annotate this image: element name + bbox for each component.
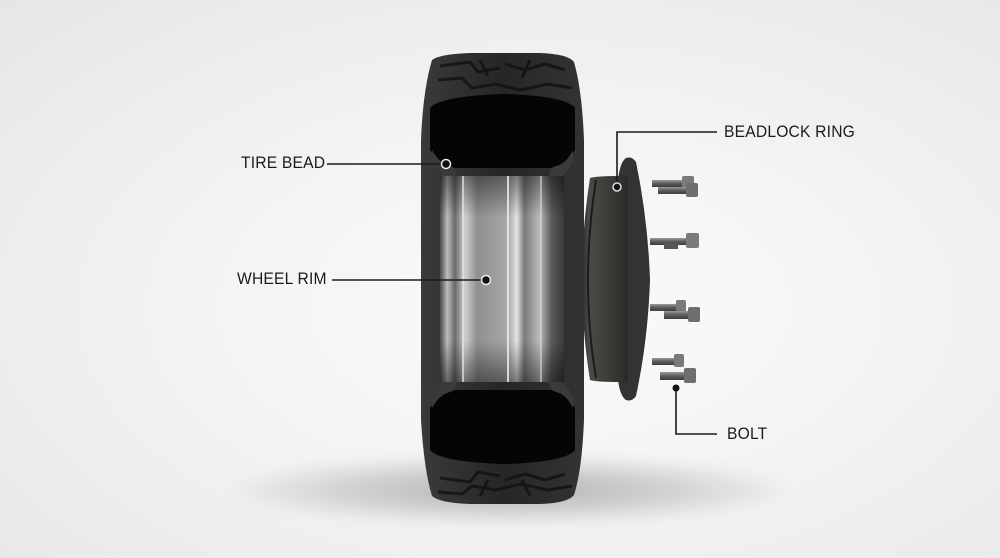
label-tire-bead: TIRE BEAD — [241, 153, 326, 172]
bolt-pair-2 — [650, 233, 699, 249]
bolt-pair-1 — [652, 176, 698, 197]
bolt-pair-3 — [650, 300, 700, 322]
bolt-pair-4 — [652, 354, 696, 383]
wheel-rim — [440, 176, 564, 382]
label-beadlock-ring: BEADLOCK RING — [724, 122, 856, 141]
bolts — [650, 176, 700, 383]
callout-dots — [440, 158, 680, 392]
label-bolt: BOLT — [727, 424, 768, 443]
label-wheel-rim: WHEEL RIM — [237, 269, 327, 288]
beadlock-ring — [582, 157, 650, 401]
callout-lines — [327, 131, 717, 435]
